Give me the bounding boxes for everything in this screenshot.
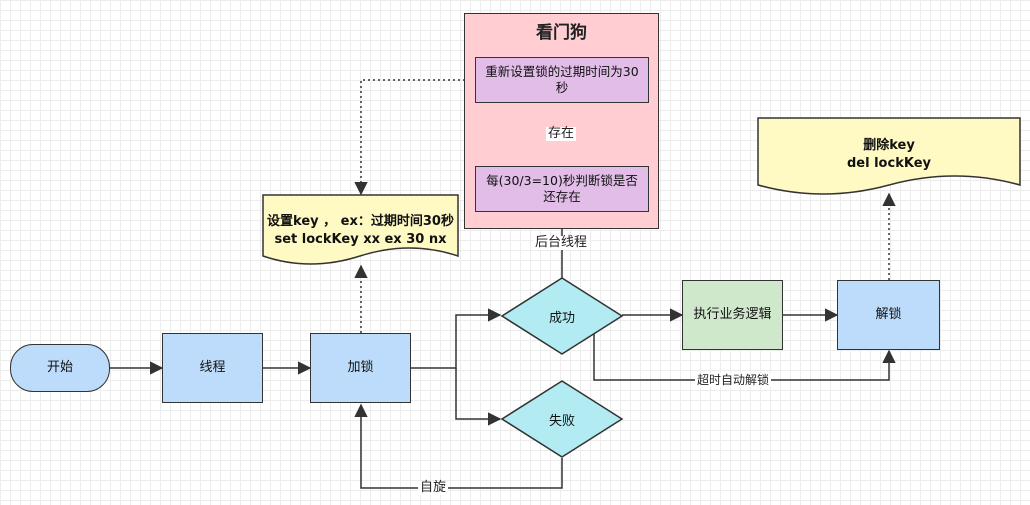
fail-diamond-shape — [500, 380, 624, 458]
spin-label: 自旋 — [418, 480, 449, 495]
business-node[interactable]: 执行业务逻辑 — [682, 280, 783, 350]
timeout-unlock-label: 超时自动解锁 — [695, 373, 772, 387]
success-diamond-shape — [500, 277, 624, 355]
thread-node[interactable]: 线程 — [162, 333, 263, 403]
check-lock-step[interactable]: 每(30/3=10)秒判断锁是否还存在 — [475, 166, 649, 212]
exists-label: 存在 — [546, 126, 577, 141]
background-thread-label: 后台线程 — [533, 235, 590, 250]
del-key-note[interactable]: 删除key del lockKey — [757, 117, 1021, 195]
edge-reset-setnote — [354, 79, 475, 196]
del-note-line1: 删除key — [863, 138, 915, 153]
set-note-line1: 设置key ， ex：过期时间30秒 — [267, 214, 454, 229]
set-note-shape — [262, 194, 459, 265]
watchdog-title: 看门狗 — [536, 23, 587, 43]
del-note-shape — [757, 117, 1021, 195]
edge-lock-fail — [455, 368, 502, 426]
fail-decision[interactable]: 失败 — [500, 380, 624, 458]
edge-lock-success — [411, 308, 502, 369]
edge-fail-spin — [354, 403, 563, 489]
set-key-note[interactable]: 设置key ， ex：过期时间30秒 set lockKey xx ex 30 … — [262, 194, 459, 266]
fail-label: 失败 — [548, 413, 575, 429]
reset-expiry-step[interactable]: 重新设置锁的过期时间为30秒 — [475, 57, 649, 103]
del-note-line2: del lockKey — [847, 156, 931, 171]
set-note-line2: set lockKey xx ex 30 nx — [274, 232, 447, 247]
success-decision[interactable]: 成功 — [500, 277, 624, 355]
lock-node[interactable]: 加锁 — [310, 333, 411, 403]
unlock-node[interactable]: 解锁 — [837, 280, 940, 350]
start-node[interactable]: 开始 — [10, 344, 110, 392]
success-label: 成功 — [548, 310, 575, 326]
